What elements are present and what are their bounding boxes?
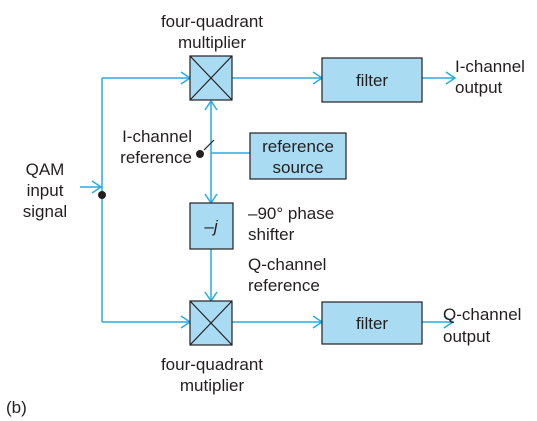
i-reference-label-line1: I-channel — [122, 127, 192, 146]
bottom-multiplier — [189, 300, 233, 346]
bottom-filter-label: filter — [356, 314, 388, 333]
reference-source-label-line1: reference — [262, 137, 334, 156]
i-reference-arrowhead — [204, 99, 218, 111]
reference-source-label-line2: source — [272, 158, 323, 177]
input-label-line1: QAM — [26, 160, 65, 179]
q-reference-label-line1: Q-channel — [248, 255, 326, 274]
q-reference-label-line2: reference — [248, 276, 320, 295]
q-output-label-line2: output — [443, 327, 491, 346]
phase-shifter-label-line1: –90° phase — [248, 204, 334, 223]
top-multiplier-x-icon-stroke — [189, 55, 233, 101]
input-split-dot — [98, 191, 106, 199]
bottom-filter-box — [321, 301, 423, 345]
top-multiplier-label-line1: four-quadrant — [161, 12, 263, 31]
input-label-line2: input — [27, 181, 64, 200]
top-multiplier — [189, 55, 233, 101]
reference-node-dot — [196, 150, 204, 158]
bottom-output-arrowhead — [443, 315, 455, 329]
input-label-line3: signal — [23, 202, 67, 221]
top-multiplier-label-line2: multiplier — [178, 33, 246, 52]
top-filter-label: filter — [356, 71, 388, 90]
panel-label: (b) — [6, 398, 27, 417]
bottom-multiplier-label-line2: mutiplier — [180, 376, 245, 395]
bottom-multiplier-x-icon-stroke — [189, 300, 233, 346]
bottom-multiplier-label-line1: four-quadrant — [161, 355, 263, 374]
q-output-label-line1: Q-channel — [443, 305, 521, 324]
phase-shifter-label-line2: shifter — [248, 225, 295, 244]
reference-source-box — [249, 132, 347, 180]
i-output-label-line1: I-channel — [455, 57, 525, 76]
i-reference-label-line2: reference — [120, 148, 192, 167]
top-output-arrowhead — [445, 71, 457, 85]
phase-shifter-box — [189, 202, 234, 250]
i-output-label-line2: output — [455, 78, 503, 97]
phase-shifter-symbol: –j — [203, 217, 218, 236]
top-filter-box — [321, 57, 423, 103]
reference-pointer-line — [203, 139, 215, 151]
input-arrowhead — [91, 180, 103, 194]
